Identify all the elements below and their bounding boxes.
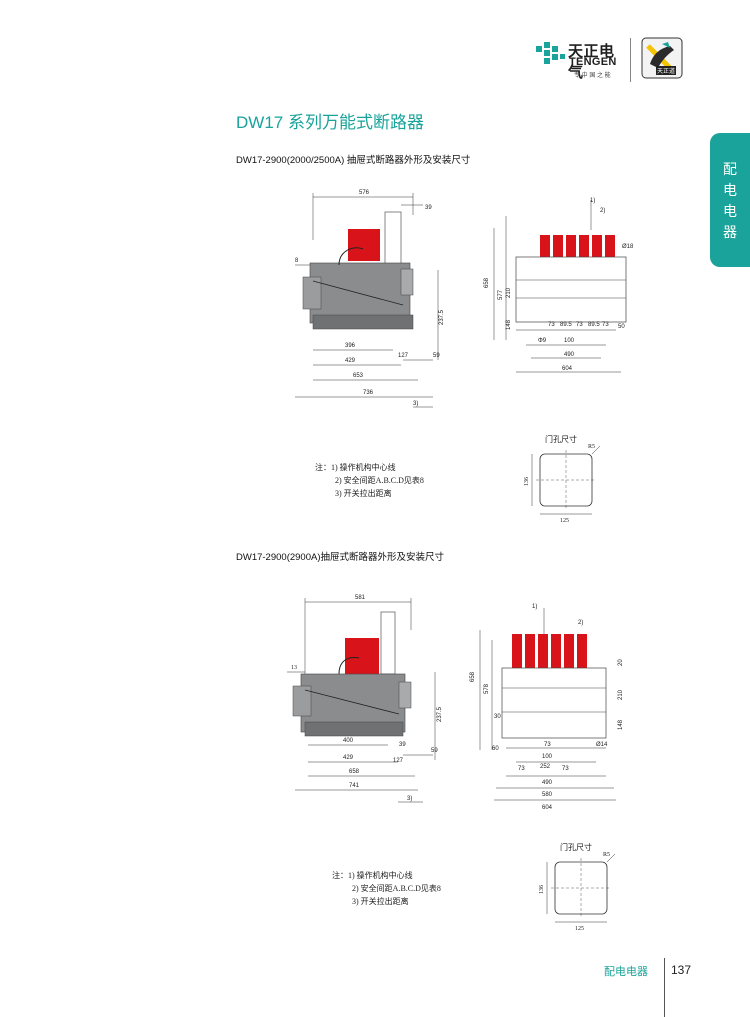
side-category-tab[interactable]: 配 电 电 器 — [710, 133, 750, 267]
s2-front-100: 100 — [542, 754, 553, 760]
footer-category: 配电电器 — [604, 966, 648, 978]
brand-logo: 天正电气 TENGEN 专 中 国 之 能 — [536, 40, 624, 81]
s2-front-604: 604 — [542, 805, 553, 811]
s2-dim-127: 127 — [393, 758, 404, 764]
s2-door-r: R5 — [603, 852, 610, 858]
s2-note-2: 2) 安全间距A.B.C.D见表8 — [352, 884, 441, 893]
s1-note-2: 2) 安全间距A.B.C.D见表8 — [335, 476, 424, 485]
s1-dim-39: 39 — [425, 205, 432, 211]
s2-front-30: 30 — [494, 714, 501, 720]
section2-title: DW17-2900(2900A)抽屉式断路器外形及安装尺寸 — [236, 552, 444, 563]
s1-dim-736: 736 — [363, 390, 374, 396]
s2-dim-237: 237.5 — [437, 706, 443, 722]
s2-front-73c: 73 — [562, 766, 569, 772]
badge-text: 天正道 — [656, 66, 677, 75]
tengen-mark-icon — [536, 42, 565, 64]
s1-front-note1: 1) — [590, 198, 595, 204]
s1-front-dia18: Ø18 — [622, 244, 634, 250]
s2-door-w: 125 — [575, 926, 584, 932]
brand-slogan: 专 中 国 之 能 — [574, 73, 611, 79]
s1-front-210: 210 — [506, 287, 512, 298]
s2-front-490: 490 — [542, 780, 553, 786]
s1-dim-653: 653 — [353, 373, 364, 379]
page-title: DW17 系列万能式断路器 — [236, 113, 424, 132]
s2-front-note2: 2) — [578, 620, 583, 626]
s1-front-604: 604 — [562, 366, 573, 372]
section1-front-view: 1) 2) Ø18 658 577 210 148 73 89.5 73 89.… — [484, 198, 634, 373]
s1-front-50: 50 — [618, 324, 625, 330]
page-number: 137 — [671, 963, 692, 977]
s1-dim-396: 396 — [345, 343, 356, 349]
s1-front-note2: 2) — [600, 208, 605, 214]
s2-front-210: 210 — [618, 689, 624, 700]
s2-front-658: 658 — [470, 671, 476, 682]
s1-note-1: 注：1) 操作机构中心线 — [315, 463, 396, 472]
section1-door-label: 门孔尺寸 — [545, 435, 577, 444]
s2-note-3: 3) 开关拉出距离 — [352, 897, 409, 906]
section2-notes: 注：1) 操作机构中心线 2) 安全间距A.B.C.D见表8 3) 开关拉出距离 — [332, 869, 441, 908]
s2-front-252: 252 — [540, 764, 551, 770]
section1-title: DW17-2900(2000/2500A) 抽屉式断路器外形及安装尺寸 — [236, 155, 471, 166]
s1-front-89b: 89.5 — [588, 322, 600, 328]
s2-dim-39: 39 — [399, 742, 406, 748]
s1-front-658: 658 — [484, 277, 490, 288]
s1-front-148: 148 — [506, 319, 512, 330]
header-divider — [630, 38, 631, 82]
s1-door-w: 125 — [560, 518, 569, 524]
footer-divider — [664, 958, 665, 1017]
side-tab-char-2: 电 — [723, 182, 737, 198]
s2-front-73b: 73 — [518, 766, 525, 772]
s1-dim-pull: 3) — [413, 401, 418, 407]
section2-side-view: 581 13 400 429 658 741 39 127 59 3) 237.… — [287, 595, 443, 803]
section2-door-cutout: R5 136 125 — [539, 852, 616, 932]
side-tab-char-4: 器 — [723, 224, 737, 240]
s1-front-100: 100 — [564, 338, 575, 344]
s2-front-73a: 73 — [544, 742, 551, 748]
s1-dim-127: 127 — [398, 353, 409, 359]
s1-door-r: R5 — [588, 444, 595, 450]
s2-front-dia14: Ø14 — [596, 742, 608, 748]
s2-front-578: 578 — [484, 683, 490, 694]
section1-side-view: 576 39 8 396 429 653 127 59 736 3) 237.5 — [295, 190, 445, 408]
s2-dim-658: 658 — [349, 769, 360, 775]
s2-dim-pull: 3) — [407, 796, 412, 802]
section1-door-cutout: R5 136 125 — [524, 444, 601, 524]
brand-en: TENGEN — [569, 56, 617, 68]
s2-dim-13: 13 — [291, 665, 297, 671]
s2-door-h: 136 — [539, 885, 545, 894]
s2-note-1: 注：1) 操作机构中心线 — [332, 871, 413, 880]
s1-dim-237: 237.5 — [439, 309, 445, 325]
s2-dim-width: 581 — [355, 595, 366, 601]
section1-notes: 注：1) 操作机构中心线 2) 安全间距A.B.C.D见表8 3) 开关拉出距离 — [315, 461, 424, 500]
s2-front-580: 580 — [542, 792, 553, 798]
s2-dim-59: 59 — [431, 748, 438, 754]
s1-dim-8: 8 — [295, 258, 299, 264]
side-tab-char-3: 电 — [723, 203, 737, 219]
s1-front-73c: 73 — [602, 322, 609, 328]
s1-front-89a: 89.5 — [560, 322, 572, 328]
s1-door-h: 136 — [524, 477, 530, 486]
s1-front-73a: 73 — [548, 322, 555, 328]
side-tab-char-1: 配 — [723, 161, 737, 177]
s2-front-note1: 1) — [532, 604, 537, 610]
s2-front-20: 20 — [618, 659, 624, 666]
s1-front-577: 577 — [498, 289, 504, 300]
s2-dim-429: 429 — [343, 755, 354, 761]
s2-front-60: 60 — [492, 746, 499, 752]
tengen-badge: 天正道 — [640, 36, 684, 80]
brand-cn: 天正电气 — [568, 43, 615, 81]
s2-front-148: 148 — [618, 719, 624, 730]
s2-dim-741: 741 — [349, 783, 360, 789]
s1-note-3: 3) 开关拉出距离 — [335, 489, 392, 498]
s1-front-490: 490 — [564, 352, 575, 358]
s1-front-phi9: Φ9 — [538, 338, 547, 344]
s1-dim-429: 429 — [345, 358, 356, 364]
s2-dim-400: 400 — [343, 738, 354, 744]
s1-dim-width: 576 — [359, 190, 370, 196]
s1-dim-59: 59 — [433, 353, 440, 359]
section2-front-view: 1) 2) 658 578 20 210 30 148 60 73 100 73… — [470, 604, 624, 811]
s1-front-73b: 73 — [576, 322, 583, 328]
section2-door-label: 门孔尺寸 — [560, 843, 592, 852]
